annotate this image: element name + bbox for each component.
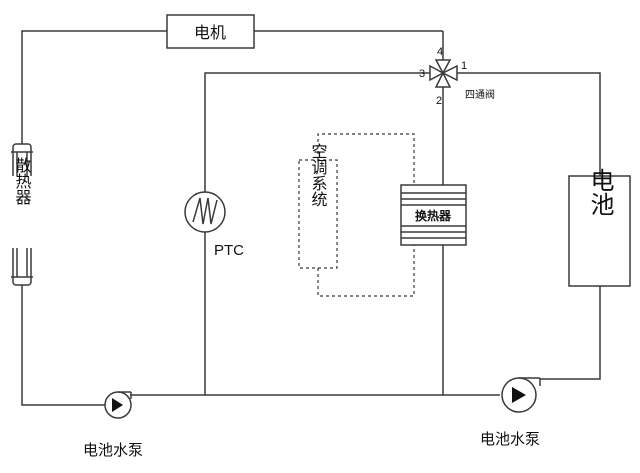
pipe-radiator-left-pump <box>21 285 106 406</box>
pump-right: 电池水泵 <box>480 377 541 448</box>
motor-box <box>166 14 255 49</box>
ac-dashed-pipe <box>317 133 415 185</box>
battery: 电池 <box>568 168 631 287</box>
four-way-valve-icon <box>429 59 458 88</box>
heat-exchanger: 换热器 <box>400 184 467 246</box>
valve-wedge-right <box>441 64 458 82</box>
motor: 电机 <box>166 14 255 49</box>
pipe-valve-ptc <box>204 72 430 192</box>
battery-box <box>568 175 631 287</box>
heater-coil-icon <box>192 197 218 225</box>
valve-port-1: 1 <box>461 60 467 72</box>
pipes <box>21 30 601 406</box>
four-way-valve-label: 四通阀 <box>465 88 495 101</box>
ptc-label: PTC <box>214 242 244 259</box>
valve-port-2: 2 <box>436 95 442 107</box>
heat-exchanger-label: 换热器 <box>415 208 452 223</box>
valve-wedge-bottom <box>434 71 452 88</box>
pump-left: 电池水泵 <box>83 391 143 459</box>
pipe-valve-battery <box>457 72 601 176</box>
pump-right-arrow <box>512 387 526 403</box>
radiator: 散热器 <box>11 143 33 286</box>
radiator-label: 散热器 <box>13 157 32 205</box>
motor-label: 电机 <box>194 23 226 42</box>
ac-system-box <box>298 159 338 269</box>
pump-left-label: 电池水泵 <box>83 441 143 459</box>
pump-right-label: 电池水泵 <box>480 430 540 448</box>
radiator-label-bg <box>12 176 32 248</box>
exchanger-label-bg <box>405 207 462 224</box>
ac-dashed-return <box>317 245 415 297</box>
battery-label: 电池 <box>586 168 614 216</box>
four-way-valve: 4 3 1 2 四通阀 <box>419 46 495 107</box>
valve-port-4: 4 <box>437 46 443 58</box>
valve-wedge-top <box>434 59 452 75</box>
valve-wedge-left <box>429 64 445 82</box>
ac-system-label: 空调系统 <box>309 143 328 207</box>
pipe-motor-radiator <box>21 30 167 144</box>
valve-port-3: 3 <box>419 68 425 80</box>
pump-icon <box>501 377 541 413</box>
ac-system-loop: 空调系统 <box>298 133 415 297</box>
pipe-battery-right-pump <box>540 286 601 380</box>
pump-icon <box>104 391 132 419</box>
pump-left-arrow <box>112 398 123 412</box>
ptc-heater: PTC <box>184 191 244 259</box>
